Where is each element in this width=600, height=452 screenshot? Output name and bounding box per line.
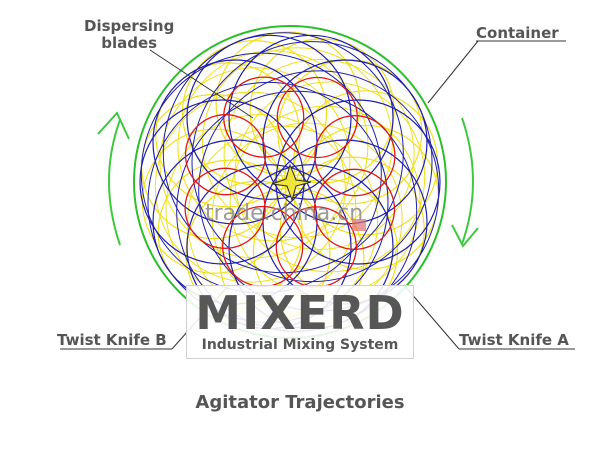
twist-knife-a-path	[275, 99, 441, 265]
dispersing-blade-path	[314, 115, 396, 197]
label-dispersing-line1: Dispersing	[84, 17, 175, 35]
red-marker	[352, 219, 366, 231]
twist-knife-b-path	[223, 59, 415, 250]
label-dispersing-blades: Dispersing blades	[84, 18, 174, 52]
label-twist-knife-b: Twist Knife B	[57, 331, 167, 349]
logo-tagline: Industrial Mixing System	[201, 337, 399, 353]
leader-container	[427, 40, 479, 104]
label-dispersing-line2: blades	[101, 34, 158, 52]
twist-knife-a-path	[191, 41, 433, 283]
rotation-arrow-right-head	[451, 224, 479, 248]
rotation-arrow-left-head	[97, 111, 130, 140]
logo-wordmark: MIXERD	[195, 286, 405, 340]
twist-knife-b-path	[159, 67, 351, 259]
logo: MIXERD Industrial Mixing System	[186, 285, 414, 359]
dispersing-blade-path	[184, 167, 266, 249]
twist-knife-a-path	[228, 34, 394, 200]
dispersing-blade-trajectories	[184, 76, 396, 288]
twist-knife-a-path	[162, 32, 404, 274]
dispersing-blade-path	[313, 168, 396, 250]
dispersing-blade-path	[223, 76, 305, 158]
center-star	[271, 163, 312, 202]
leader-dispersing	[149, 49, 254, 119]
twist-knife-b-path	[249, 38, 395, 184]
diagram-caption: Agitator Trajectories	[195, 392, 405, 413]
dispersing-blade-path	[184, 114, 267, 196]
dispersing-blade-path	[276, 76, 358, 159]
rotation-arrow-right	[461, 117, 474, 245]
twist-knife-a-path	[186, 34, 352, 200]
rotation-arrow-left	[108, 119, 121, 246]
label-container: Container	[476, 24, 559, 42]
label-twist-knife-a: Twist Knife A	[459, 331, 569, 349]
watermark-text: trade.china.cn	[205, 201, 364, 226]
